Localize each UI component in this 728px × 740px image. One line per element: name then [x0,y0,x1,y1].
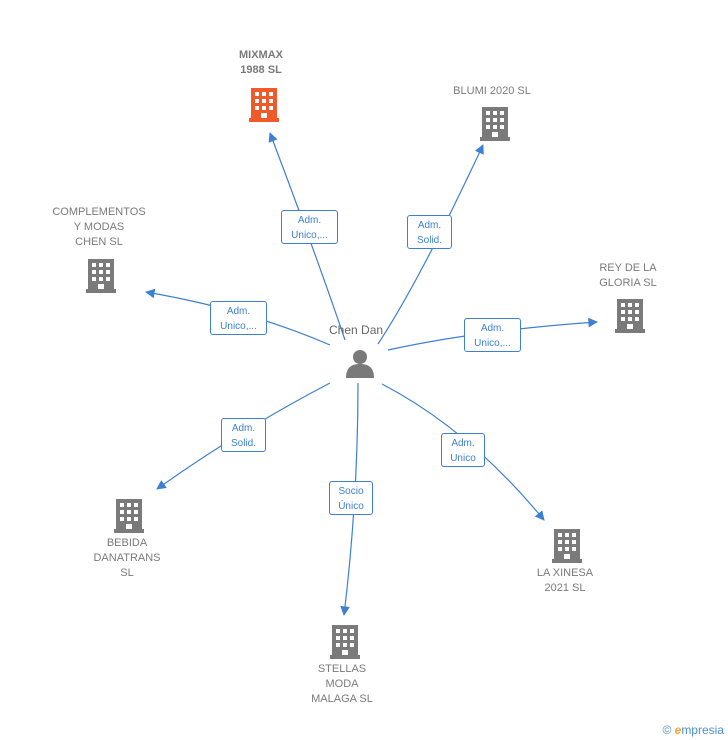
person-name: Chen Dan [329,323,384,337]
role-badge-stellas[interactable]: Socio Único [329,481,373,515]
building-icon-bebida[interactable] [114,499,144,533]
person-icon [346,350,374,378]
building-icon-reydelagloria[interactable] [615,299,645,333]
company-label-stellas[interactable]: STELLAS MODA MALAGA SL [311,663,373,705]
company-label-mixmax[interactable]: MIXMAX 1988 SL [239,49,283,76]
role-badge-bebida[interactable]: Adm. Solid. [221,418,266,452]
brand-initial: e [674,723,682,737]
role-badge-mixmax[interactable]: Adm. Unico,... [281,210,338,244]
brand-name: mpresia [681,723,724,737]
building-icon-laxinesa[interactable] [552,529,582,563]
edge-mixmax [268,132,346,341]
building-icon-complementos[interactable] [86,259,116,293]
role-badge-blumi[interactable]: Adm. Solid. [407,215,452,249]
building-icon-mixmax[interactable] [249,88,279,122]
brand-footer: © empresia [662,723,724,737]
company-label-blumi[interactable]: BLUMI 2020 SL [453,85,531,97]
edge-blumi [377,144,484,345]
role-badge-complementos[interactable]: Adm. Unico,... [210,301,267,335]
role-badge-laxinesa[interactable]: Adm. Unico [441,433,485,467]
role-badge-reydelagloria[interactable]: Adm. Unico,... [464,318,521,352]
building-icon-blumi[interactable] [480,107,510,141]
company-label-bebida[interactable]: BEBIDA DANATRANS SL [93,537,161,579]
copyright-icon: © [662,723,672,737]
building-icon-stellas[interactable] [330,625,360,659]
company-label-laxinesa[interactable]: LA XINESA 2021 SL [536,567,594,594]
company-label-reydelagloria[interactable]: REY DE LA GLORIA SL [599,262,657,289]
company-label-complementos[interactable]: COMPLEMENTOS Y MODAS CHEN SL [52,206,146,248]
